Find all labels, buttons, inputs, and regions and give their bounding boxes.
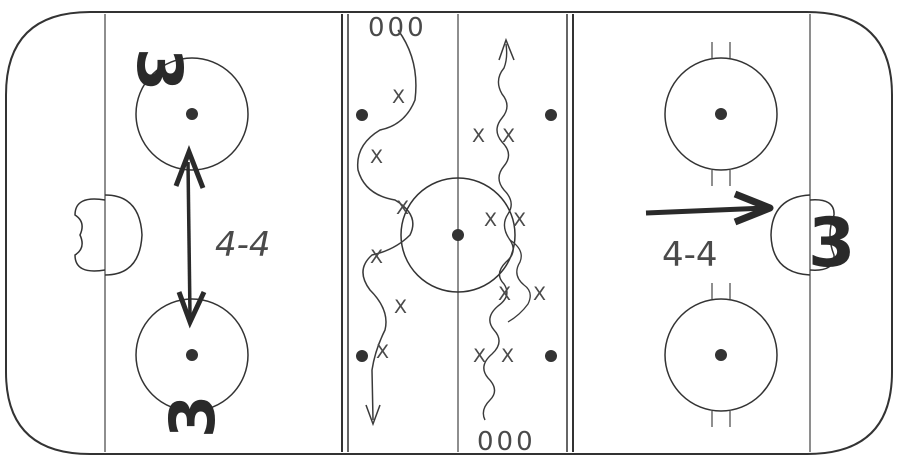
player-mark: X <box>392 86 405 108</box>
neutral-dot-bottom-left <box>356 350 368 362</box>
right-marker: 3 <box>808 204 855 283</box>
right-top-faceoff-dot <box>715 108 727 120</box>
center-circle <box>400 177 516 293</box>
player-mark: X <box>513 209 526 231</box>
player-mark: X <box>394 296 407 318</box>
left-bottom-marker: 3 <box>156 395 229 438</box>
left-top-faceoff-circle <box>135 57 249 171</box>
player-mark: X <box>533 283 546 305</box>
player-mark: X <box>370 146 383 168</box>
center-dot <box>452 229 464 241</box>
left-bottom-faceoff-circle <box>135 298 249 412</box>
player-mark: X <box>484 209 497 231</box>
top-group-label: 000 <box>368 13 427 43</box>
neutral-dot-bottom-right <box>545 350 557 362</box>
rink-boards <box>5 11 893 455</box>
left-zone-label: 4-4 <box>215 225 271 265</box>
left-zone-double-arrow <box>173 145 207 329</box>
right-zone-arrow <box>645 190 774 226</box>
right-hash-marks <box>711 42 731 427</box>
left-skater-path <box>356 29 417 421</box>
left-goal-crease <box>104 194 143 276</box>
right-skater-arrowhead <box>498 37 515 61</box>
player-mark: X <box>370 246 383 268</box>
left-top-faceoff-dot <box>186 108 198 120</box>
player-mark: X <box>502 125 515 147</box>
right-bottom-faceoff-circle <box>664 298 778 412</box>
left-skater-arrowhead <box>365 404 381 427</box>
right-branch-path <box>507 239 531 323</box>
neutral-dot-top-right <box>545 109 557 121</box>
left-goal-net <box>74 198 106 272</box>
right-top-faceoff-circle <box>664 57 778 171</box>
left-bottom-faceoff-dot <box>186 349 198 361</box>
neutral-dot-top-left <box>356 109 368 121</box>
player-mark: X <box>473 345 486 367</box>
left-top-marker: 3 <box>123 48 196 91</box>
right-goal-net <box>809 199 835 271</box>
player-mark: X <box>501 345 514 367</box>
bottom-group-label: 000 <box>477 427 536 457</box>
player-mark: X <box>376 341 389 363</box>
player-mark: X <box>498 283 511 305</box>
right-goal-crease <box>770 194 811 276</box>
player-mark: X <box>396 197 409 219</box>
right-bottom-faceoff-dot <box>715 349 727 361</box>
player-mark: X <box>472 125 485 147</box>
right-zone-label: 4-4 <box>662 235 718 275</box>
